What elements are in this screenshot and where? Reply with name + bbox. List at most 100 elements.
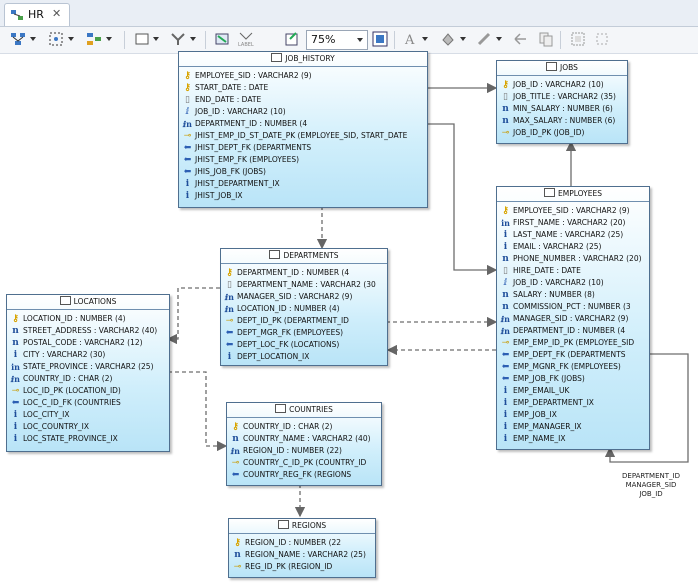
column-row[interactable]: ⚷START_DATE : DATE <box>179 82 427 94</box>
layout-icon[interactable] <box>10 31 26 47</box>
router-icon[interactable] <box>170 31 186 47</box>
column-row[interactable]: ⊸DEPT_ID_PK (DEPARTMENT_ID <box>221 315 387 327</box>
line-color-icon[interactable] <box>476 31 492 47</box>
arrange-icon[interactable] <box>86 31 102 47</box>
chevron-down-icon[interactable] <box>357 38 363 42</box>
select-all-icon[interactable] <box>48 31 64 47</box>
column-row[interactable]: ⬅DEPT_LOC_FK (LOCATIONS) <box>221 339 387 351</box>
column-row[interactable]: ⊸JOB_ID_PK (JOB_ID) <box>497 127 627 139</box>
chevron-down-icon[interactable] <box>460 37 466 41</box>
column-row[interactable]: ⬅EMP_MGNR_FK (EMPLOYEES) <box>497 361 649 373</box>
column-row[interactable]: ⬅LOC_C_ID_FK (COUNTRIES <box>7 397 169 409</box>
close-icon[interactable]: ✕ <box>52 7 62 20</box>
table-jobs[interactable]: JOBS ⚷JOB_ID : VARCHAR2 (10)▯JOB_TITLE : … <box>496 60 628 144</box>
column-row[interactable]: ⊸LOC_ID_PK (LOCATION_ID) <box>7 385 169 397</box>
column-row[interactable]: ⊸EMP_EMP_ID_PK (EMPLOYEE_SID <box>497 337 649 349</box>
grid-icon[interactable] <box>570 31 586 47</box>
table-header[interactable]: DEPARTMENTS <box>221 249 387 264</box>
filter-icon[interactable] <box>214 31 230 47</box>
shape-icon[interactable] <box>134 31 150 47</box>
table-header[interactable]: COUNTRIES <box>227 403 381 418</box>
column-row[interactable]: ⬅EMP_JOB_FK (JOBS) <box>497 373 649 385</box>
column-row[interactable]: ▯JOB_TITLE : VARCHAR2 (35) <box>497 91 627 103</box>
fill-color-icon[interactable] <box>440 31 456 47</box>
table-header[interactable]: LOCATIONS <box>7 295 169 310</box>
column-row[interactable]: ⬅DEPT_MGR_FK (EMPLOYEES) <box>221 327 387 339</box>
column-row[interactable]: ⬅EMP_DEPT_FK (DEPARTMENTS <box>497 349 649 361</box>
column-row[interactable]: ⊸REG_ID_PK (REGION_ID <box>229 561 375 573</box>
column-row[interactable]: ⚷COUNTRY_ID : CHAR (2) <box>227 421 381 433</box>
chevron-down-icon[interactable] <box>106 37 112 41</box>
column-row[interactable]: ▯END_DATE : DATE <box>179 94 427 106</box>
table-header[interactable]: JOBS <box>497 61 627 76</box>
column-row[interactable]: ▯HIRE_DATE : DATE <box>497 265 649 277</box>
column-row[interactable]: ⚷LOCATION_ID : NUMBER (4) <box>7 313 169 325</box>
snap-icon[interactable] <box>594 31 610 47</box>
column-row[interactable]: ⬅JHIST_DEPT_FK (DEPARTMENTS <box>179 142 427 154</box>
column-row[interactable]: ⬅COUNTRY_REG_FK (REGIONS <box>227 469 381 481</box>
note-icon[interactable] <box>284 31 300 47</box>
column-row[interactable]: ⚷REGION_ID : NUMBER (22 <box>229 537 375 549</box>
chevron-down-icon[interactable] <box>153 37 159 41</box>
column-row[interactable]: ⊸COUNTRY_C_ID_PK (COUNTRY_ID <box>227 457 381 469</box>
column-row[interactable]: ⬅JHIS_JOB_FK (JOBS) <box>179 166 427 178</box>
table-job-history[interactable]: JOB_HISTORY ⚷EMPLOYEE_SID : VARCHAR2 (9)⚷… <box>178 51 428 208</box>
column-row[interactable]: ⊸JHIST_EMP_ID_ST_DATE_PK (EMPLOYEE_SID, … <box>179 130 427 142</box>
column-row[interactable]: ▯DEPARTMENT_NAME : VARCHAR2 (30 <box>221 279 387 291</box>
label-icon[interactable]: LABEL <box>238 31 254 48</box>
chevron-down-icon[interactable] <box>190 37 196 41</box>
table-header[interactable]: REGIONS <box>229 519 375 534</box>
fit-icon[interactable] <box>372 31 388 47</box>
table-header[interactable]: EMPLOYEES <box>497 187 649 202</box>
column-row[interactable]: ⚷JOB_ID : VARCHAR2 (10) <box>497 79 627 91</box>
diagram-canvas[interactable]: JOB_HISTORY⚷EMPLOYEE_SID : VARCHAR2 (9)⚷… <box>0 51 698 585</box>
column-row[interactable]: ⚷EMPLOYEE_SID : VARCHAR2 (9) <box>497 205 649 217</box>
undo-icon[interactable] <box>512 31 528 47</box>
column-row[interactable]: ⚷EMPLOYEE_SID : VARCHAR2 (9) <box>179 70 427 82</box>
table-header[interactable]: JOB_HISTORY <box>179 52 427 67</box>
tab-hr[interactable]: HR ✕ <box>4 3 70 26</box>
column-row[interactable]: ⚷DEPARTMENT_ID : NUMBER (4 <box>221 267 387 279</box>
font-icon[interactable]: A <box>402 31 418 48</box>
chevron-down-icon[interactable] <box>30 37 36 41</box>
column-row[interactable]: ⬅JHIST_EMP_FK (EMPLOYEES) <box>179 154 427 166</box>
zoom-combo[interactable]: 75% <box>306 30 368 50</box>
